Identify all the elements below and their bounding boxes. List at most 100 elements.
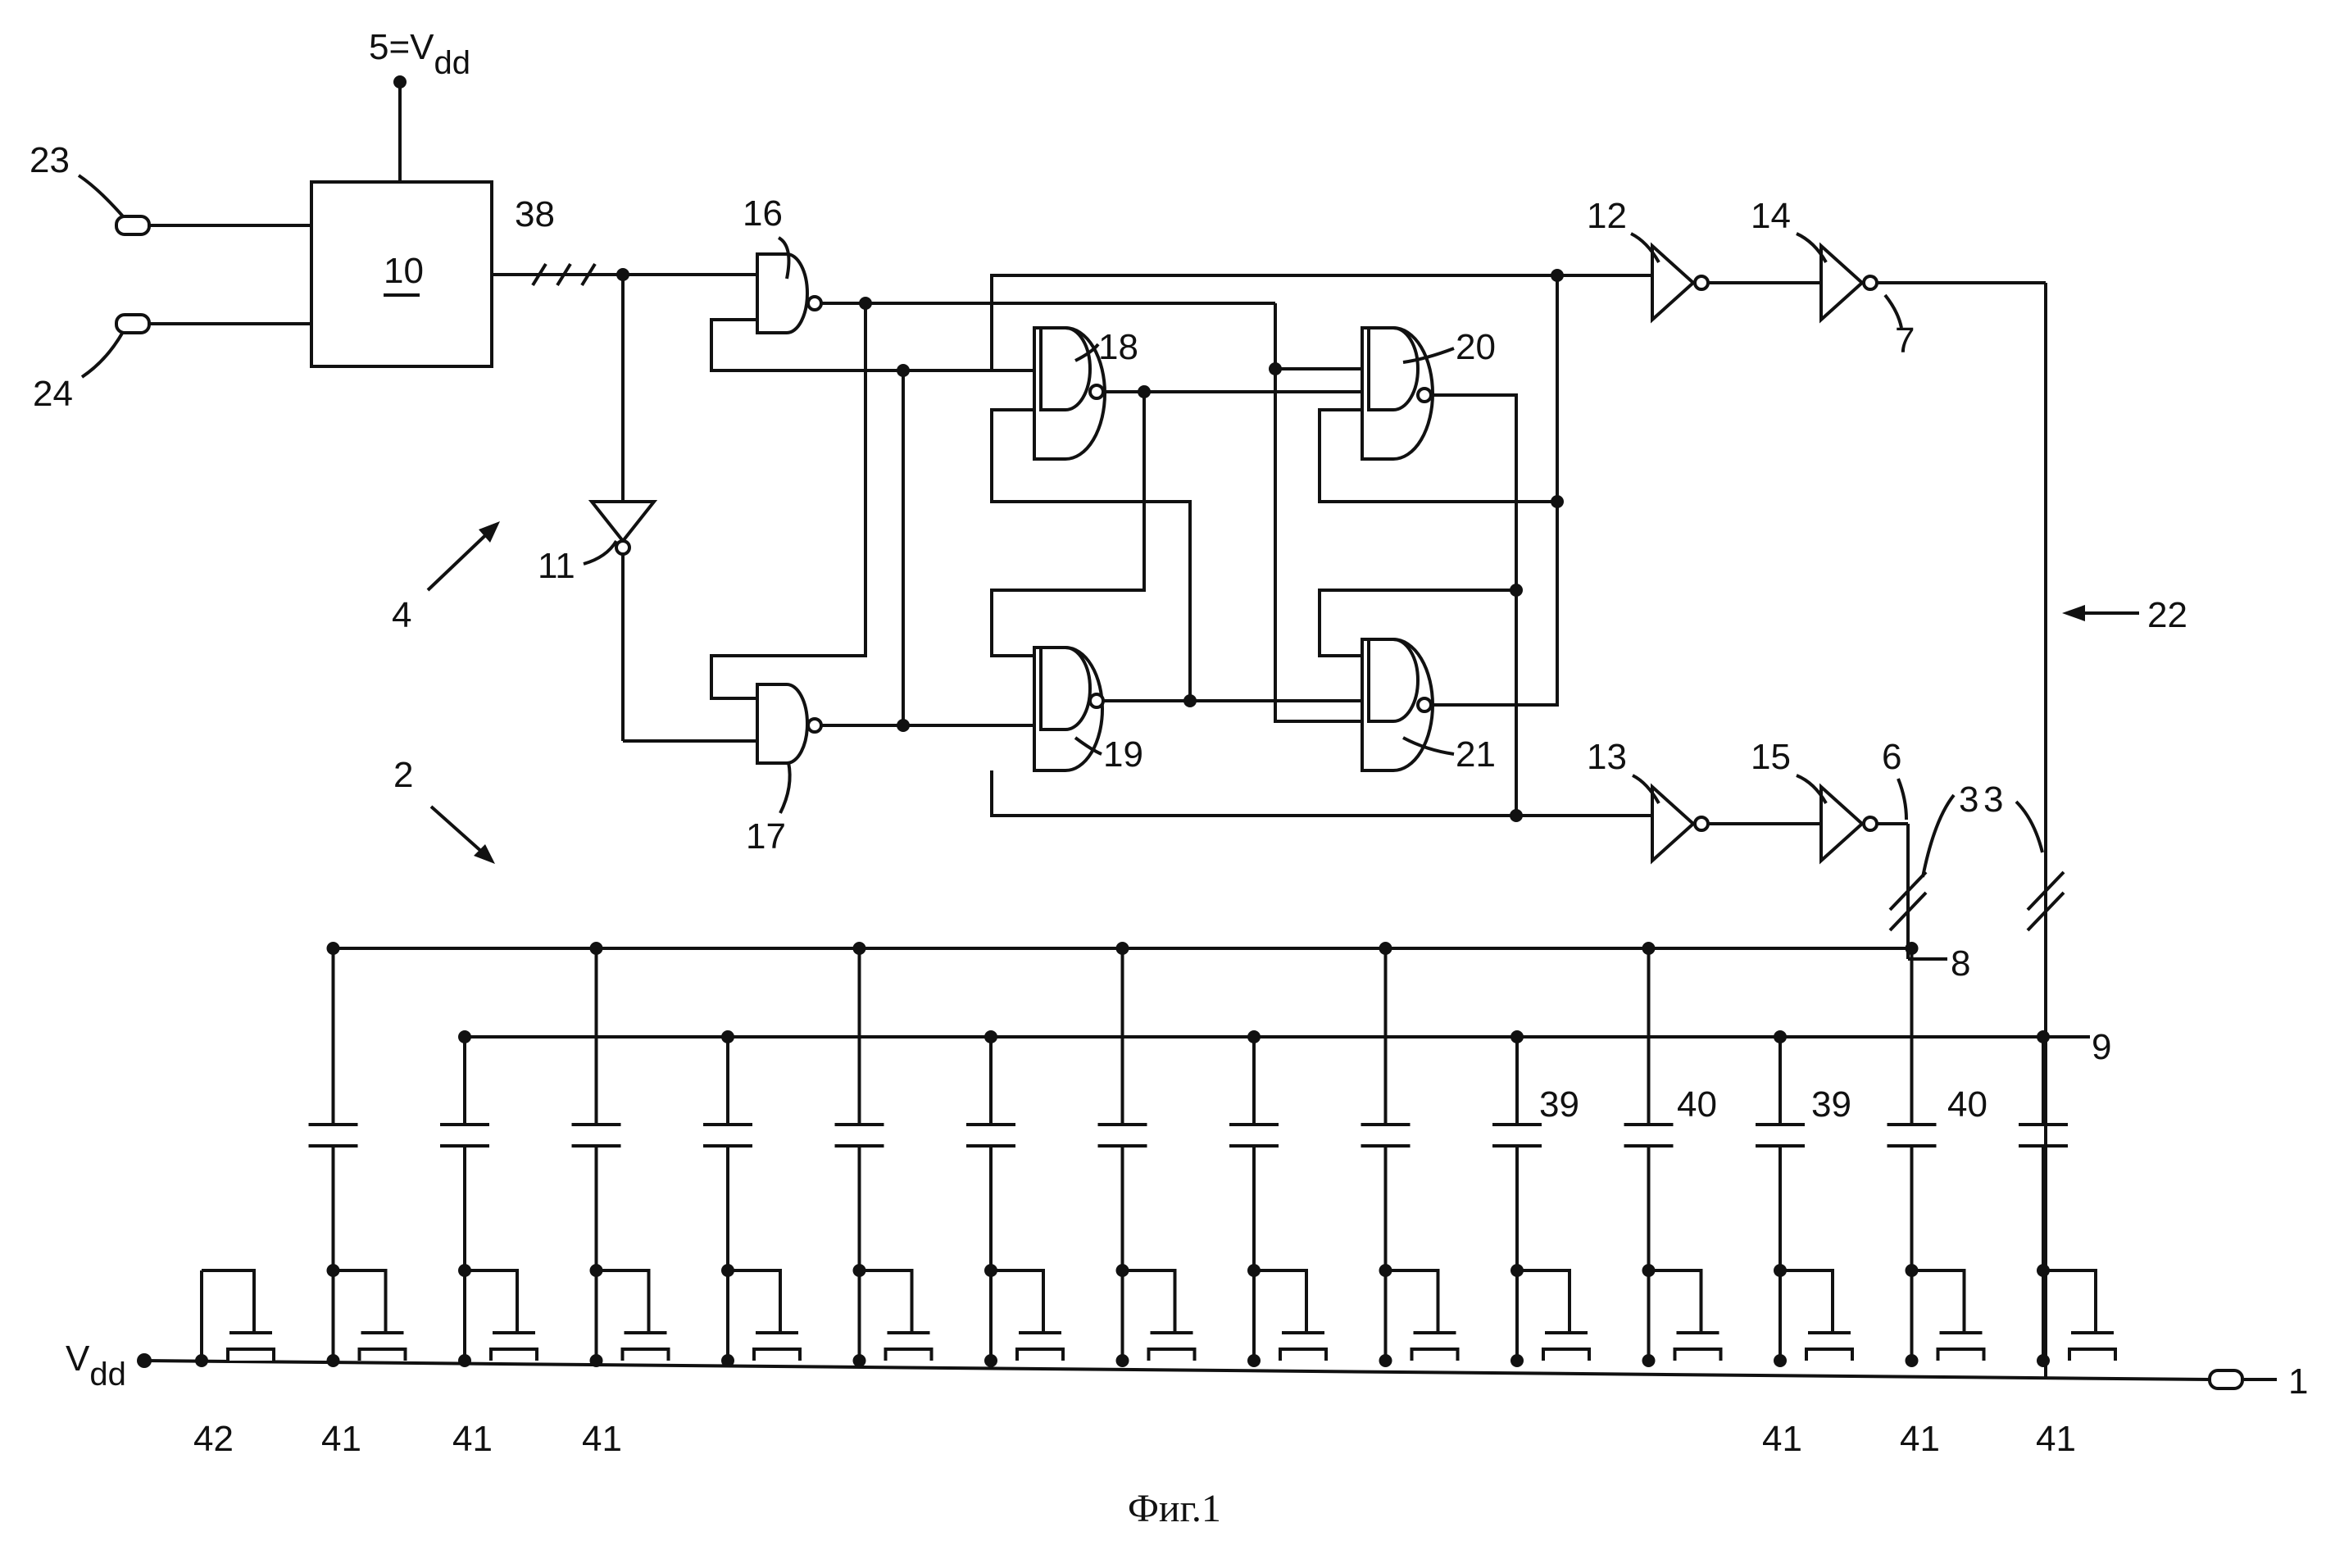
bus-dot: [590, 942, 603, 955]
inverter-15: [1821, 787, 1862, 861]
inverter-11: [592, 502, 654, 541]
transistor: [754, 1349, 800, 1361]
transistor: [1938, 1349, 1984, 1361]
gate-wire: [728, 1270, 780, 1333]
node-dot: [1642, 1264, 1656, 1277]
gate-wire: [991, 1270, 1043, 1333]
transistor: [2069, 1349, 2115, 1361]
node-dot: [1247, 1264, 1261, 1277]
inverter-12: [1652, 246, 1693, 320]
gate-wire: [1780, 1270, 1833, 1333]
node-dot: [2037, 1264, 2050, 1277]
gate-20: [1369, 328, 1418, 410]
label-22: 22: [2147, 595, 2187, 635]
label-40-a: 40: [1677, 1084, 1717, 1125]
terminal-24: [116, 315, 149, 333]
capacitor-ladder: [144, 942, 2210, 1379]
bus-dot: [1774, 1030, 1787, 1043]
transistor: [1280, 1349, 1326, 1361]
label-7: 7: [1895, 320, 1915, 361]
label-12: 12: [1587, 196, 1627, 236]
label-3: 3: [1959, 779, 1978, 820]
label-42: 42: [193, 1419, 234, 1459]
gate-21: [1369, 639, 1418, 721]
label-21: 21: [1456, 734, 1496, 775]
gate-wire: [1254, 1270, 1306, 1333]
label-24: 24: [33, 374, 73, 414]
label-39-b: 39: [1811, 1084, 1851, 1125]
inverter-14: [1821, 246, 1862, 320]
label-41-b: 41: [452, 1419, 493, 1459]
gate-wire: [860, 1270, 912, 1333]
node-dot: [1510, 1264, 1524, 1277]
node-dot: [327, 1264, 340, 1277]
label-41-f: 41: [2036, 1419, 2076, 1459]
gate-17: [757, 684, 807, 763]
gate-wire: [1912, 1270, 1965, 1333]
label-23: 23: [30, 140, 70, 180]
label-13: 13: [1587, 737, 1627, 777]
label-1: 1: [2288, 1361, 2308, 1402]
node-dot: [590, 1264, 603, 1277]
label-8: 8: [1951, 943, 1970, 984]
terminal-23: [116, 216, 149, 234]
gate-18: [1041, 328, 1090, 410]
label-15: 15: [1751, 737, 1791, 777]
bus-dot: [2037, 1030, 2050, 1043]
label-9: 9: [2092, 1027, 2111, 1067]
transistor: [623, 1349, 669, 1361]
bus-dot: [1510, 1030, 1524, 1043]
label-39-a: 39: [1539, 1084, 1579, 1125]
label-4: 4: [392, 595, 411, 635]
transistor: [1675, 1349, 1721, 1361]
bus-dot: [1906, 942, 1919, 955]
label-2: 2: [393, 755, 413, 795]
gate-16: [757, 254, 807, 333]
label-19: 19: [1103, 734, 1143, 775]
transistor: [1149, 1349, 1195, 1361]
label-20: 20: [1456, 327, 1496, 367]
label-11: 11: [538, 546, 575, 586]
label-10: 10: [384, 251, 424, 291]
node-dot: [721, 1264, 734, 1277]
transistor: [1412, 1349, 1458, 1361]
transistor: [360, 1349, 406, 1361]
label-41-a: 41: [321, 1419, 361, 1459]
label-41-e: 41: [1900, 1419, 1940, 1459]
gate-wire: [2043, 1270, 2096, 1333]
gate-wire: [202, 1270, 254, 1333]
gate-wire: [465, 1270, 517, 1333]
inverter-13: [1652, 787, 1693, 861]
label-17: 17: [746, 816, 786, 857]
node-dot: [1379, 1264, 1392, 1277]
label-18: 18: [1098, 327, 1138, 367]
node-dot: [458, 1264, 471, 1277]
label-41-d: 41: [1762, 1419, 1802, 1459]
gate-wire: [1517, 1270, 1570, 1333]
transistor: [1806, 1349, 1852, 1361]
label-38: 38: [515, 194, 555, 234]
bus-dot: [721, 1030, 734, 1043]
bus-dot: [1379, 942, 1392, 955]
bus-dot: [1247, 1030, 1261, 1043]
bus-dot: [327, 942, 340, 955]
gate-wire: [1123, 1270, 1175, 1333]
node-dot: [984, 1264, 997, 1277]
label-3b: 3: [1983, 779, 2003, 820]
node-dot: [1774, 1264, 1787, 1277]
gate-19: [1041, 648, 1090, 729]
bus-dot: [1116, 942, 1129, 955]
node-dot: [1906, 1264, 1919, 1277]
label-40-b: 40: [1947, 1084, 1987, 1125]
gate-wire: [1649, 1270, 1701, 1333]
figure-caption: Фиг.1: [1128, 1487, 1221, 1530]
transistor: [1543, 1349, 1589, 1361]
label-14: 14: [1751, 196, 1791, 236]
bus-dot: [1642, 942, 1656, 955]
transistor: [1017, 1349, 1063, 1361]
transistor: [886, 1349, 932, 1361]
node-dot: [853, 1264, 866, 1277]
label-41-c: 41: [582, 1419, 622, 1459]
label-16: 16: [743, 193, 783, 234]
